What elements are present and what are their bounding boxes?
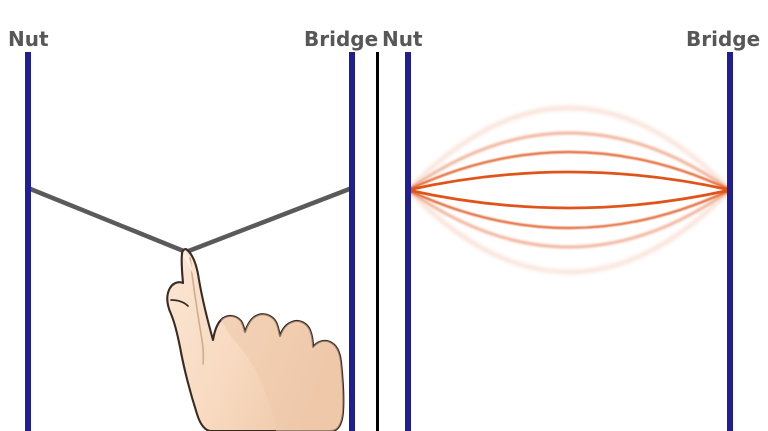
post-bridge-left-panel-overlay (349, 52, 355, 431)
pointing-hand (166, 247, 345, 431)
posts-overlay (25, 52, 733, 431)
post-nut-left-overlay (25, 52, 31, 431)
panel-divider-line (376, 52, 379, 431)
vibration-arc-down-1 (407, 188, 731, 210)
hand-shading (221, 314, 344, 431)
fingertip-highlight (183, 252, 193, 274)
vibrating-string-group (406, 106, 732, 274)
index-finger-crease (189, 257, 205, 365)
vibration-arc-up-1 (407, 170, 731, 192)
posts-group (25, 52, 733, 431)
vibration-arc-down-2 (407, 188, 731, 230)
label-bridge-right-panel: Bridge (686, 27, 761, 51)
plucked-string-group (25, 185, 355, 255)
label-nut-left: Nut (8, 27, 49, 51)
vibration-arc-down-3 (407, 189, 731, 249)
plucked-string-left-segment (25, 185, 189, 255)
thumb-crease (170, 299, 189, 307)
vibration-arc-down-4 (407, 189, 731, 274)
post-nut-right-panel-overlay (405, 52, 411, 431)
post-bridge-right-overlay (727, 52, 733, 431)
vibration-arc-up-2 (407, 150, 731, 192)
label-bridge-left-panel: Bridge (304, 27, 379, 51)
plucked-string-right-segment (183, 185, 355, 255)
vibration-arc-up-4 (407, 106, 731, 191)
label-nut-right-panel: Nut (382, 27, 423, 51)
vibration-arc-up-3 (407, 131, 731, 191)
